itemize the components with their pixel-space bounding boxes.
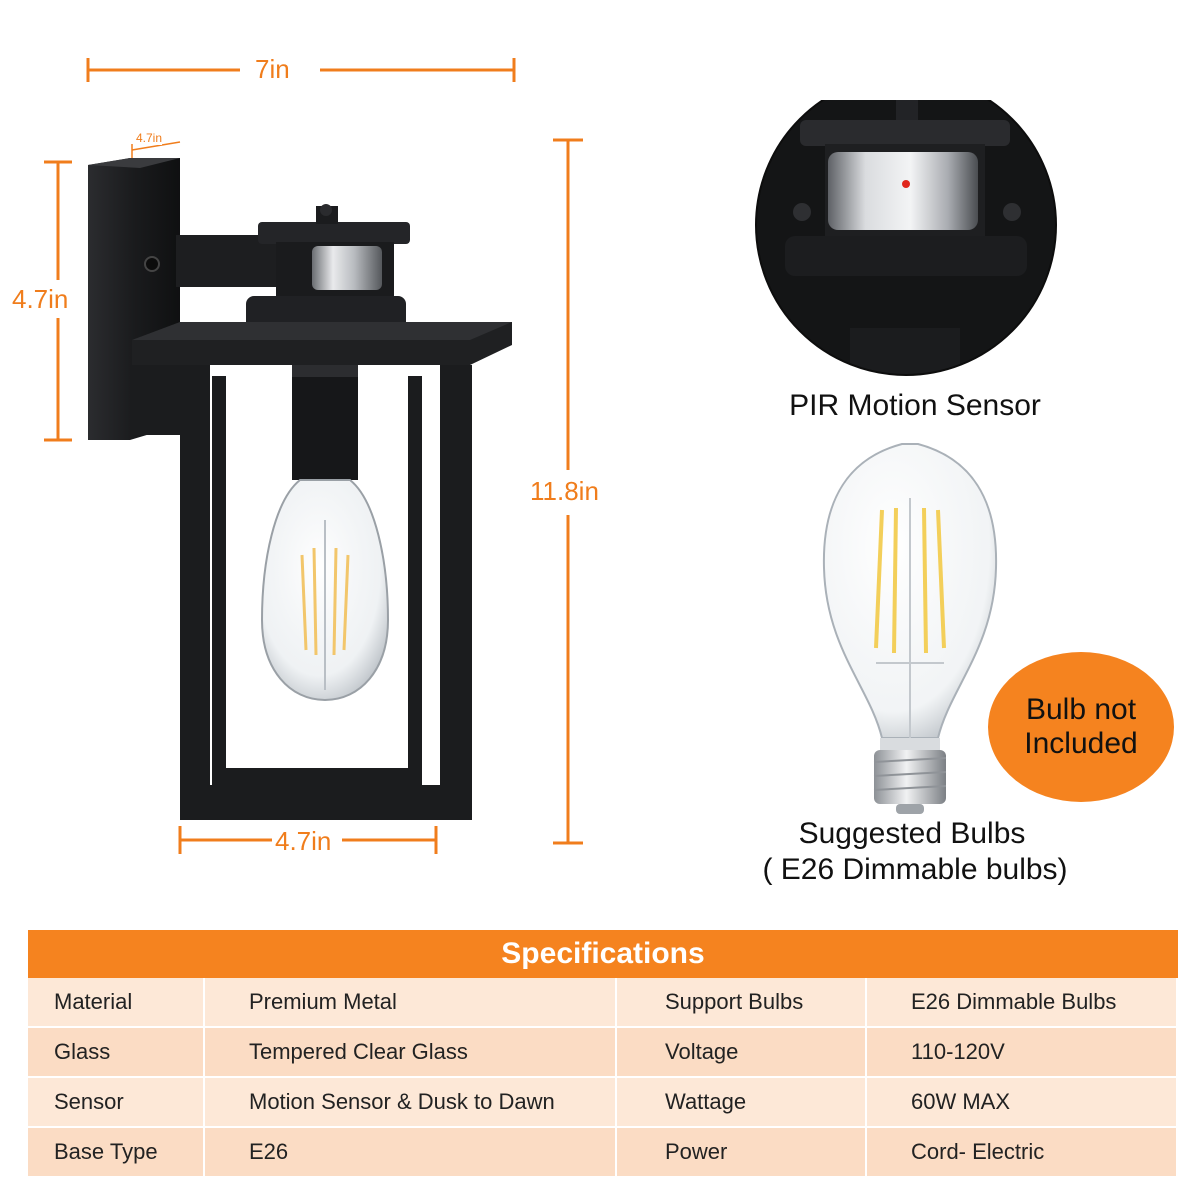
sensor-lens-closeup [828,152,978,230]
bulb-socket [292,370,358,480]
specifications-rows: Material Premium Metal Support Bulbs E26… [28,978,1178,1178]
wall-plate-height-label: 4.7in [12,284,69,314]
table-row: Material Premium Metal Support Bulbs E26… [28,978,1178,1028]
bulb-filaments [874,507,946,654]
lantern-frame [130,365,472,820]
bulb-filaments [300,547,350,656]
table-row: Base Type E26 Power Cord- Electric [28,1128,1178,1178]
sensor-housing [258,222,410,244]
spec-value: Tempered Clear Glass [205,1028,617,1078]
bulb-not-included-badge: Bulb not Included [988,652,1174,802]
spec-label: Glass [28,1028,205,1078]
wall-lantern-illustration [44,58,583,854]
dimension-lines [44,58,583,854]
overall-height-label: 11.8in [530,476,599,506]
spec-value: E26 Dimmable Bulbs [867,978,1178,1028]
spec-label: Base Type [28,1128,205,1178]
table-row: Glass Tempered Clear Glass Voltage 110-1… [28,1028,1178,1078]
spec-value: 110-120V [867,1028,1178,1078]
badge-line1: Bulb not [1025,693,1137,726]
spec-label: Wattage [617,1078,867,1128]
specifications-title: Specifications [28,930,1178,978]
bottom-width-label: 4.7in [275,826,332,856]
mounting-screw [144,256,160,272]
suggested-bulbs-subcaption: ( E26 Dimmable bulbs) [762,853,1068,886]
depth-label: 4.7in [136,131,163,145]
suggested-bulbs-caption: Suggested Bulbs [798,817,1026,850]
sensor-caption: PIR Motion Sensor [789,389,1041,422]
spec-label: Voltage [617,1028,867,1078]
badge-line2: Included [1024,727,1138,760]
top-width-label: 7in [255,54,290,84]
spec-value: Motion Sensor & Dusk to Dawn [205,1078,617,1128]
spec-value: Cord- Electric [867,1128,1178,1178]
sensor-closeup [755,100,1057,376]
spec-label: Support Bulbs [617,978,867,1028]
spec-label: Sensor [28,1078,205,1128]
spec-label: Material [28,978,205,1028]
spec-value: Premium Metal [205,978,617,1028]
spec-value: 60W MAX [867,1078,1178,1128]
table-row: Sensor Motion Sensor & Dusk to Dawn Watt… [28,1078,1178,1128]
spec-value: E26 [205,1128,617,1178]
suggested-bulb-illustration [822,443,998,814]
sensor-lens [312,246,382,290]
sensor-indicator-dot [902,180,910,188]
e26-screw-base [873,750,947,814]
specifications-table: Specifications Material Premium Metal Su… [28,930,1178,1178]
spec-label: Power [617,1128,867,1178]
